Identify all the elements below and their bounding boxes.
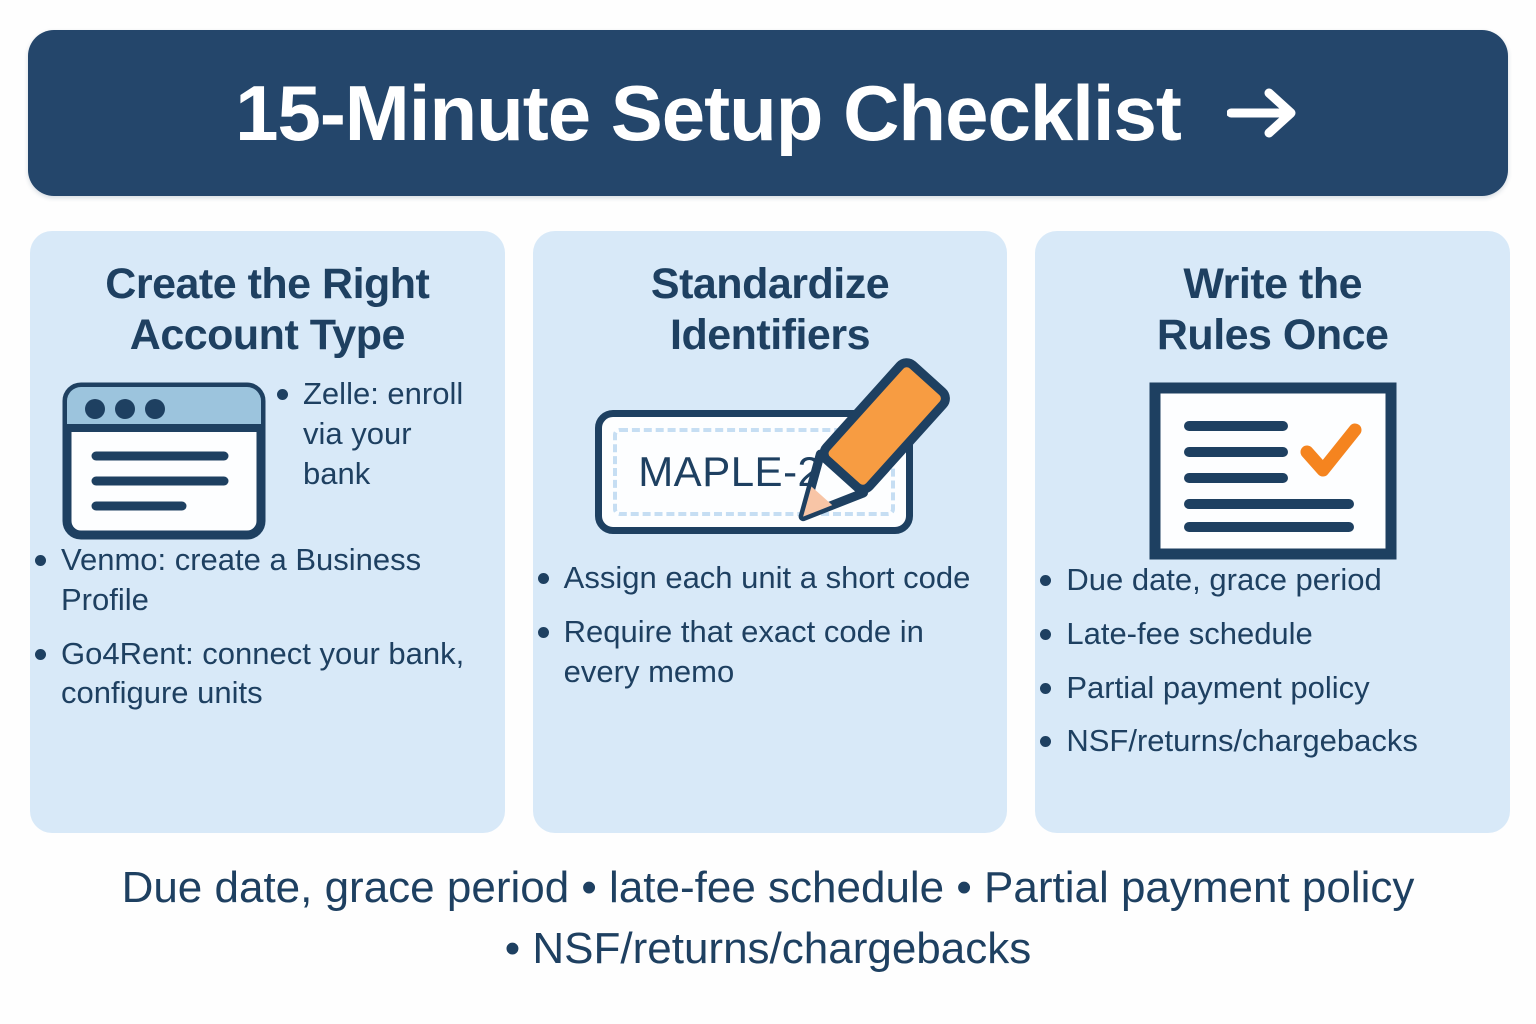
list-item: Partial payment policy bbox=[1035, 668, 1510, 708]
card-1-side-bullets: Zelle: enroll via your bank bbox=[272, 374, 468, 507]
browser-window-icon bbox=[62, 382, 266, 540]
document-check-icon bbox=[1149, 382, 1397, 560]
list-item: Venmo: create a Business Profile bbox=[30, 540, 505, 619]
card-title-1-line2: Account Type bbox=[129, 310, 406, 359]
cards-row: Create the Right Account Type Zelle: enr… bbox=[30, 231, 1511, 833]
page-title: 15-Minute Setup Checklist bbox=[235, 69, 1182, 157]
card-2-icon-area: MAPLE-204 bbox=[533, 358, 1008, 558]
card-title-3-line1: Write the bbox=[1183, 260, 1363, 308]
pencil-writing-icon bbox=[798, 358, 950, 522]
card-1-bullets: Venmo: create a Business Profile Go4Rent… bbox=[30, 540, 505, 713]
dashed-inner-border bbox=[612, 428, 895, 517]
card-title-1-line1: Create the Right bbox=[105, 260, 430, 308]
list-item: Late-fee schedule bbox=[1035, 614, 1510, 654]
list-item: Due date, grace period bbox=[1035, 560, 1510, 600]
footer-summary: Due date, grace period • late-fee schedu… bbox=[121, 863, 1415, 973]
card-2-bullets: Assign each unit a short code Require th… bbox=[533, 558, 1008, 691]
card-1-icon-row: Zelle: enroll via your bank bbox=[30, 360, 505, 540]
card-title-2: Standardize Identifiers bbox=[533, 231, 1008, 360]
list-item: NSF/returns/chargebacks bbox=[1035, 721, 1510, 761]
card-write-rules-once: Write the Rules Once Due date, grace per… bbox=[1035, 231, 1511, 833]
list-item: Zelle: enroll via your bank bbox=[272, 374, 468, 493]
card-title-3-line2: Rules Once bbox=[1156, 310, 1389, 359]
card-title-3: Write the Rules Once bbox=[1035, 231, 1510, 360]
header-banner: 15-Minute Setup Checklist bbox=[28, 30, 1508, 196]
card-3-bullets: Due date, grace period Late-fee schedule… bbox=[1035, 560, 1510, 761]
list-item: Assign each unit a short code bbox=[533, 558, 1008, 598]
card-title-2-line2: Identifiers bbox=[670, 310, 870, 359]
card-standardize-identifiers: Standardize Identifiers MAPLE-204 As bbox=[532, 231, 1008, 833]
card-title-2-line1: Standardize bbox=[650, 260, 890, 308]
card-3-icon-area bbox=[1035, 382, 1510, 560]
list-item: Require that exact code in every memo bbox=[533, 612, 1008, 691]
card-title-1: Create the Right Account Type bbox=[30, 231, 505, 360]
list-item: Go4Rent: connect your bank, configure un… bbox=[30, 634, 505, 713]
arrow-right-icon bbox=[1226, 88, 1296, 138]
card-create-account-type: Create the Right Account Type Zelle: enr… bbox=[30, 231, 505, 833]
